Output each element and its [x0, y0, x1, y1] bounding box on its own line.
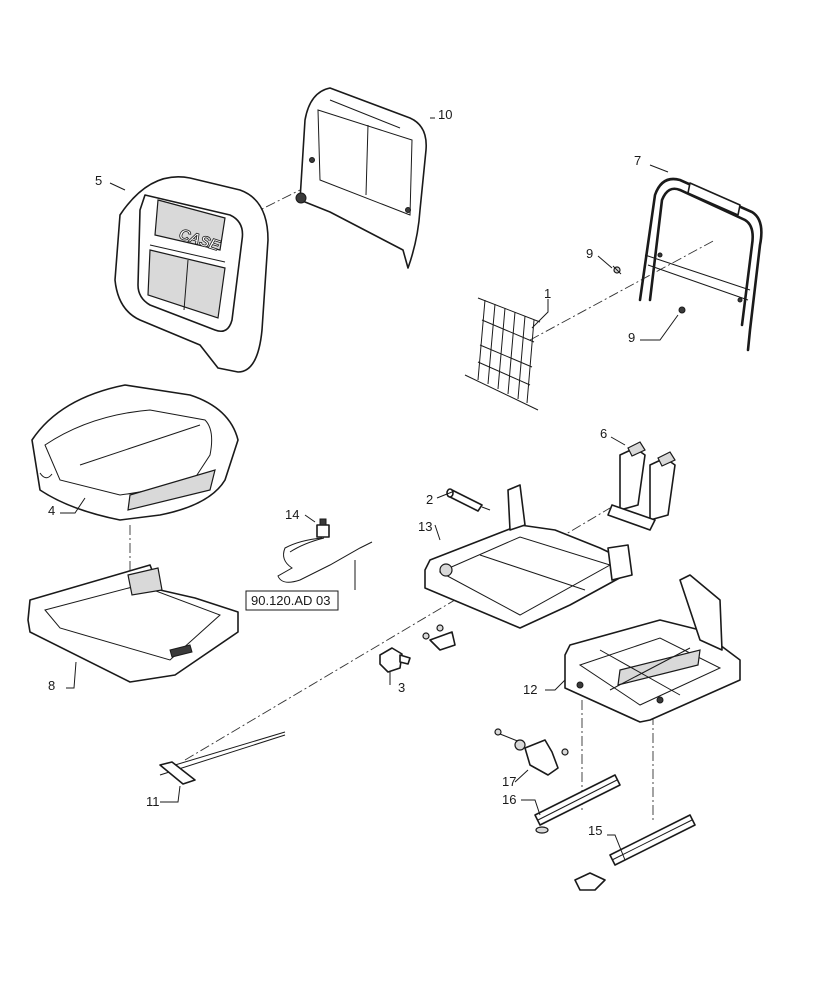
part-15-slide-rail-handle[interactable]: [574, 814, 696, 891]
callout-13[interactable]: 13: [418, 519, 432, 534]
callout-5[interactable]: 5: [95, 173, 102, 188]
part-4-seat-cushion[interactable]: [31, 384, 239, 521]
callout-4[interactable]: 4: [48, 503, 55, 518]
callout-9-upper[interactable]: 9: [586, 246, 593, 261]
part-6-dampers[interactable]: [607, 441, 676, 531]
part-17-bracket[interactable]: [494, 728, 569, 776]
part-16-slide-rail[interactable]: [534, 774, 621, 834]
part-3-knob[interactable]: [379, 647, 411, 673]
callout-2[interactable]: 2: [426, 492, 433, 507]
callout-12[interactable]: 12: [523, 682, 537, 697]
part-11-rod[interactable]: [159, 731, 286, 785]
part-8-seat-pan[interactable]: [27, 564, 239, 683]
part-9-screw-upper[interactable]: [612, 265, 622, 275]
callout-labels: 1 2 3 4 5 6 7 8 9 9 10 11 12 13 14 15 16…: [48, 107, 641, 838]
callout-17[interactable]: 17: [502, 774, 516, 789]
part-12-suspension-base[interactable]: [564, 574, 741, 723]
reference-link-text[interactable]: 90.120.AD 03: [251, 593, 331, 608]
part-14-clip[interactable]: [316, 518, 330, 538]
callout-15[interactable]: 15: [588, 823, 602, 838]
callout-10[interactable]: 10: [438, 107, 452, 122]
part-10-backrest-shell[interactable]: [295, 87, 427, 269]
callout-7[interactable]: 7: [634, 153, 641, 168]
callout-16[interactable]: 16: [502, 792, 516, 807]
part-7-backrest-frame[interactable]: [638, 177, 763, 352]
callout-1[interactable]: 1: [544, 286, 551, 301]
leader-lines: [60, 117, 679, 861]
part-13-seat-frame[interactable]: [424, 484, 633, 629]
callout-9-lower[interactable]: 9: [628, 330, 635, 345]
callout-8[interactable]: 8: [48, 678, 55, 693]
reference-link-box[interactable]: 90.120.AD 03: [245, 590, 339, 611]
callout-3[interactable]: 3: [398, 680, 405, 695]
part-2-pin[interactable]: [446, 488, 491, 512]
part-5-backrest-cushion[interactable]: CASE: [114, 176, 269, 373]
part-1-lumbar-grid[interactable]: [464, 297, 541, 411]
small-hardware: [422, 624, 456, 651]
harness-cable: [277, 537, 373, 583]
callout-6[interactable]: 6: [600, 426, 607, 441]
callout-11[interactable]: 11: [146, 794, 160, 809]
callout-14[interactable]: 14: [285, 507, 299, 522]
part-9-screw-lower[interactable]: [678, 306, 686, 314]
